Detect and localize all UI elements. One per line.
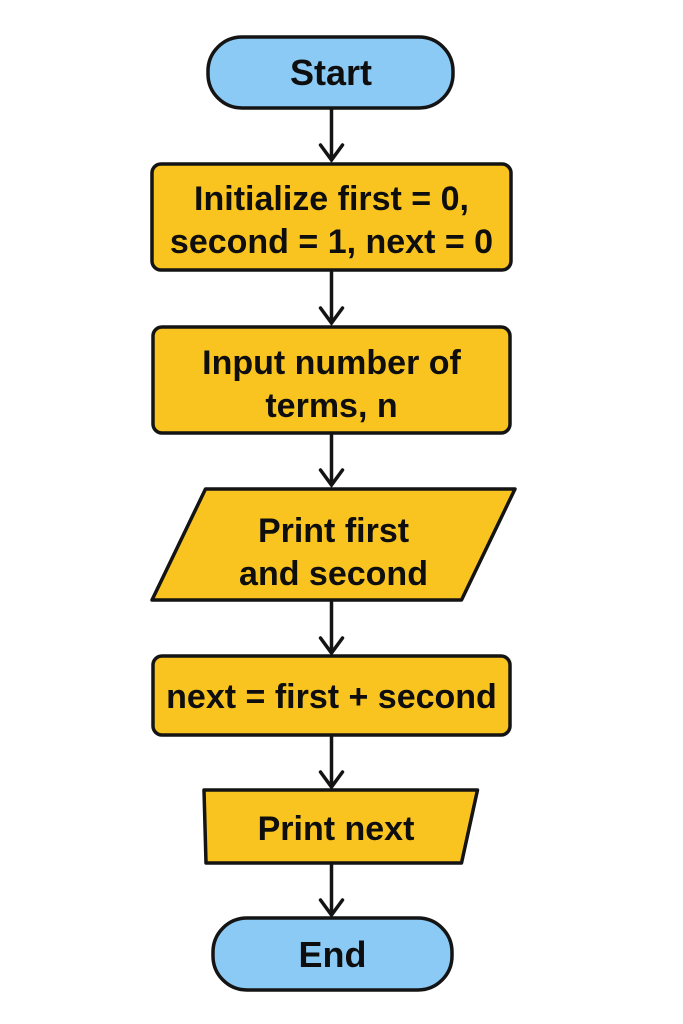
print-first-second-io-shape — [150, 487, 517, 602]
print-first-second-label-line2: and second — [239, 555, 428, 593]
print-first-second-label-line1: Print first — [258, 512, 409, 550]
start-terminator-label: Start — [290, 52, 372, 93]
input-terms-label-line2: terms, n — [265, 387, 397, 425]
end-terminator-label: End — [299, 934, 367, 975]
arrow-input-to-print-first-second — [318, 433, 345, 488]
connector-arrows — [318, 106, 345, 918]
print-next-label: Print next — [258, 810, 415, 848]
start-terminator-shape — [206, 35, 455, 110]
compute-next-process-shape — [151, 654, 512, 737]
arrow-print-next-to-end — [318, 863, 345, 918]
arrow-initialize-to-input — [318, 270, 345, 326]
arrow-print-first-second-to-compute — [318, 600, 345, 656]
end-terminator-shape — [211, 916, 454, 992]
initialize-process-label-line2: second = 1, next = 0 — [170, 223, 493, 261]
arrow-compute-to-print-next — [318, 735, 345, 790]
input-terms-process-shape — [151, 325, 512, 435]
arrow-start-to-initialize — [318, 106, 345, 163]
initialize-process-label-line1: Initialize first = 0, — [194, 180, 469, 218]
print-next-io-shape — [202, 788, 480, 865]
compute-next-label: next = first + second — [166, 678, 497, 716]
input-terms-label-line1: Input number of — [202, 344, 461, 382]
initialize-process-shape — [150, 162, 513, 272]
